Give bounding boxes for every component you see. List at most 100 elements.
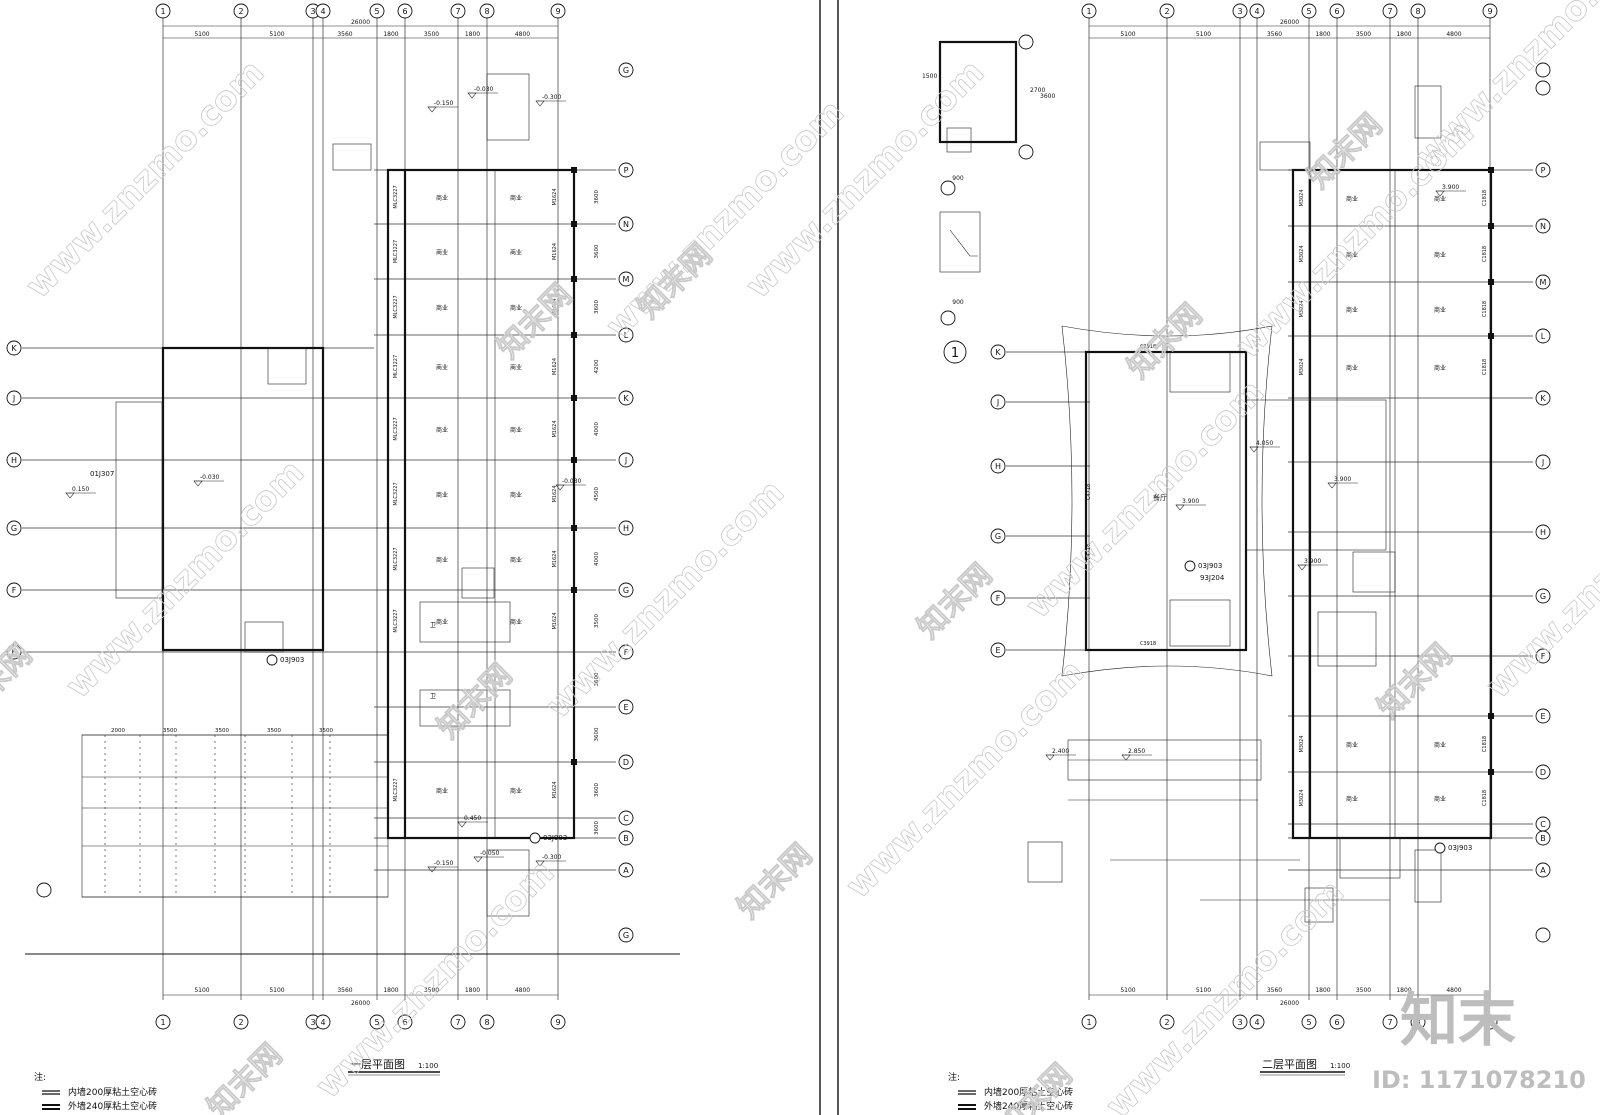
bay-dimension: 4800 [515,31,530,38]
plan-scale: 1:100 [418,1062,438,1070]
level-mark: -0.030 [467,86,498,99]
plan-title: 二层平面图 [1262,1058,1317,1071]
axis-label: D [623,758,629,767]
bay-dimension: 1800 [1315,987,1330,994]
door-tag: MLC3227 [393,778,399,801]
axis-bubble [618,62,634,78]
axis-bubble [1382,3,1398,19]
axis-label: 5 [374,7,379,16]
axis-bubble [1159,3,1175,19]
level-value: -0.030 [474,86,494,93]
bay-dimension: 3500 [1356,987,1371,994]
axis-label: A [623,866,629,875]
room-label: 商业 [1346,306,1358,314]
level-value: 4.050 [1256,440,1273,447]
watermark-brand: 知末网 [491,277,579,365]
door-tag: MLC3227 [393,609,399,632]
axis-bubble [1301,1014,1317,1030]
column [571,332,577,338]
axis-bubble [1535,524,1551,540]
level-value: -0.300 [542,94,562,101]
axis-bubble [1535,274,1551,290]
note-outer-wall: 外墙240厚粘土空心砖 [984,1100,1073,1112]
axis-label: F [996,594,1001,603]
toilet-label: 卫 [430,622,436,629]
axis-label: 7 [455,1018,460,1027]
bay-dimension: 5100 [194,987,209,994]
axis-label: 1 [1086,1018,1091,1027]
column [571,395,577,401]
toilet-block [1317,611,1377,667]
column [1488,279,1494,285]
level-mark: 4.050 [1249,440,1280,453]
axis-bubble [1232,1014,1248,1030]
level-value: -0.150 [434,860,454,867]
level-value: -0.030 [200,474,220,481]
axis-bubble [479,3,495,19]
room-label: 商业 [1346,364,1358,372]
row-dimension: 3600 [594,244,600,258]
window-tag: M1624 [552,298,558,315]
level-value: -0.150 [434,100,454,107]
axis-bubble [1081,1014,1097,1030]
bay-dimension: 1800 [1396,31,1411,38]
window-tag: C3918 [1140,641,1156,647]
door-tag: M3024 [1299,789,1305,806]
axis-bubble [618,390,634,406]
axis-bubble [618,582,634,598]
axis-label: 2 [238,7,243,16]
axis-bubble [1232,3,1248,19]
room-label: 商业 [1434,741,1446,749]
window-tag: M1624 [552,612,558,629]
column [571,525,577,531]
axis-label: 6 [402,1018,407,1027]
watermark-logo: 知末 [1400,986,1516,1054]
axis-bubble [1301,3,1317,19]
axis-bubble [155,1014,171,1030]
dimension-strings: 2600051005100510051003560356018001800350… [1089,19,1490,1007]
axis-bubble [618,927,634,943]
column [571,759,577,765]
room-label: 商业 [510,556,522,564]
axis-label: H [623,524,629,533]
axis-label: 3 [310,1018,315,1027]
window-tag: M1624 [552,420,558,437]
building-outline [940,34,1551,943]
door-tag: MLC3227 [393,547,399,570]
axis-bubble [6,520,22,536]
watermark-id: ID: 1171078210 [1372,1066,1586,1094]
door-tag: MLC3227 [393,185,399,208]
axis-label: 1 [160,7,165,16]
detail-dim: 2700 [1030,87,1045,94]
axis-label: K [623,394,629,403]
axis-label: 8 [1415,7,1420,16]
axis-bubble [450,1014,466,1030]
level-mark: -0.300 [535,94,566,107]
level-marks: -0.030-0.150-0.300-0.0300.450-0.050-0.30… [65,86,586,873]
axis-bubble [1535,764,1551,780]
axis-bubble [990,642,1006,658]
axis-label: 5 [1306,1018,1311,1027]
axis-label: L [624,331,629,340]
room-label: 商业 [1434,795,1446,803]
stair [244,143,495,653]
level-mark: -0.150 [427,100,458,113]
row-dimension: 3500 [594,614,600,628]
door-tag: MLC3227 [393,295,399,318]
axis-bubble [1329,3,1345,19]
door-tag: MLC3227 [393,355,399,378]
axis-bubble [450,3,466,19]
bay-dimension: 1800 [1315,31,1330,38]
room-label: 商业 [436,618,448,626]
note-inner-wall: 内墙200厚粘土空心砖 [68,1086,157,1098]
axis-bubble [233,1014,249,1030]
row-dimension: 4000 [594,552,600,566]
bay-dimension: 4800 [515,987,530,994]
column [571,587,577,593]
bay-dimension: 3500 [424,987,439,994]
room-label: 商业 [510,618,522,626]
axis-label: K [11,344,17,353]
